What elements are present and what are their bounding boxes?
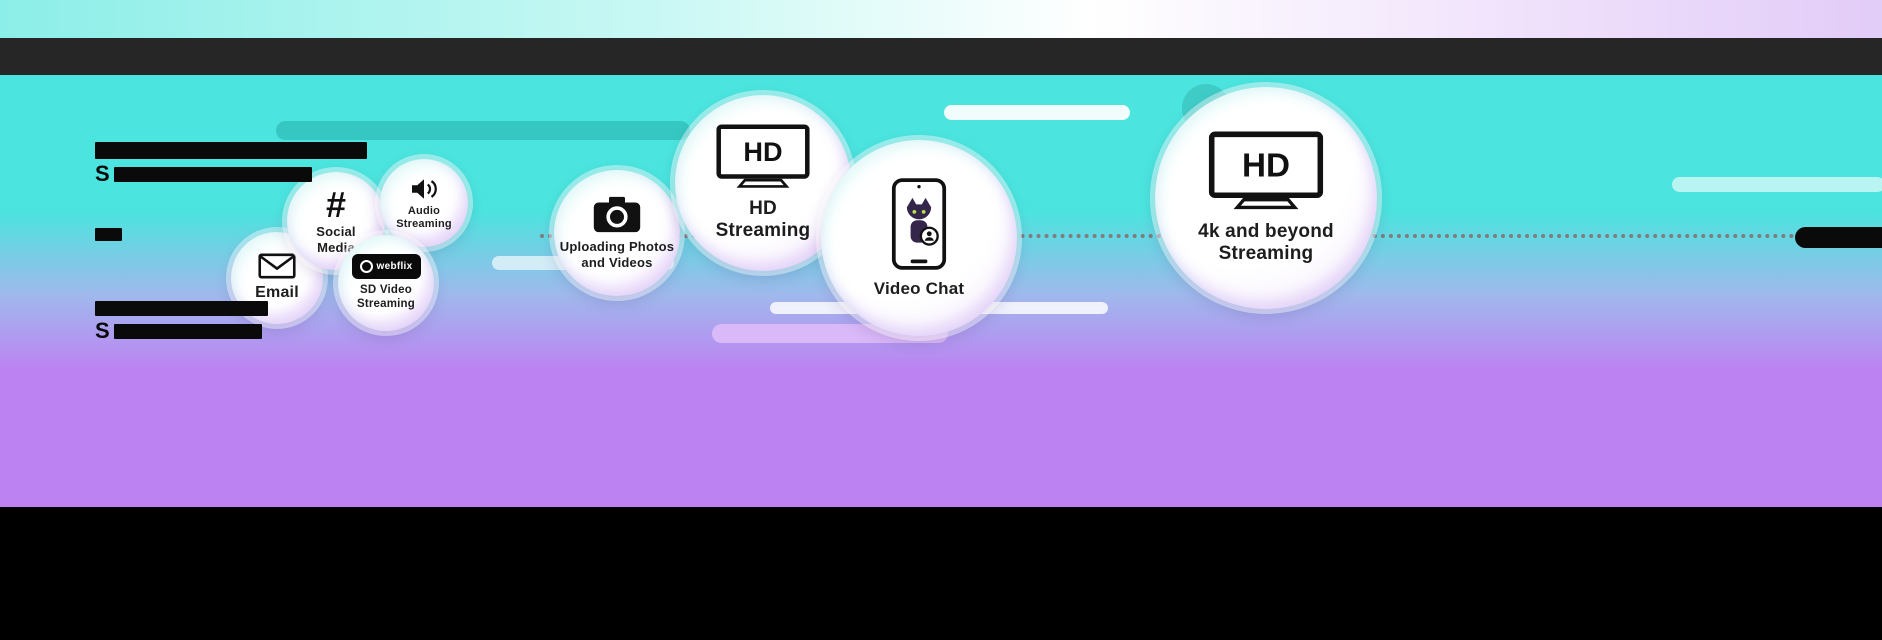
tv-hd-icon: HD	[1208, 131, 1324, 213]
redacted-text-bar	[95, 228, 122, 241]
bottom-black-band	[0, 507, 1882, 640]
bubble-label: Social	[316, 224, 356, 240]
bubble-label: and Videos	[581, 254, 653, 270]
headline-bottom-redacted: S	[95, 301, 268, 342]
bubble-label: Streaming	[715, 220, 811, 241]
redacted-text-bar	[95, 142, 367, 159]
bubble-label: 4k and beyond	[1198, 220, 1334, 242]
redacted-text-bar	[113, 166, 312, 182]
bubble-label: Video Chat	[873, 278, 965, 298]
bubble-label: Streaming	[356, 298, 416, 310]
headline-mini-redacted	[95, 228, 122, 241]
tv-hd-icon: HD	[716, 124, 810, 191]
smartphone-cat-icon	[891, 177, 947, 271]
bubble-label: Streaming	[396, 217, 452, 230]
bubble-label: Uploading Photos	[559, 239, 675, 255]
right-edge-black-pill	[1795, 227, 1882, 248]
webflix-play-ring	[359, 260, 373, 274]
speaker-icon	[409, 176, 439, 202]
speed-pill-teal	[276, 121, 690, 140]
bubble-label: HD	[749, 197, 777, 219]
tv-hd-text: HD	[743, 136, 782, 167]
webflix-label: webflix	[376, 261, 413, 273]
bubble-label: Audio	[407, 204, 441, 217]
bubble-label: Streaming	[1218, 243, 1314, 264]
hashtag-icon: #	[325, 184, 347, 226]
bubble-4k-streaming: HD 4k and beyond Streaming	[1155, 87, 1377, 309]
bubble-video-chat: Video Chat	[821, 140, 1017, 336]
bubble-label: Media	[317, 239, 355, 255]
caller-thumbnail	[919, 226, 939, 246]
headline-bottom-visible-letter: S	[95, 318, 110, 343]
speed-pill-white	[1672, 177, 1882, 192]
webflix-badge-icon: webflix	[351, 254, 421, 280]
redacted-text-bar	[113, 323, 262, 339]
bubble-uploading-photos-videos: Uploading Photos and Videos	[554, 170, 680, 296]
camera-icon	[593, 196, 641, 233]
bubble-sd-video-streaming: webflix SD Video Streaming	[338, 235, 434, 331]
tv-hd-text: HD	[1242, 147, 1290, 184]
top-gradient-strip	[0, 0, 1882, 38]
envelope-icon	[258, 253, 296, 279]
headline-top-redacted: S	[95, 142, 367, 185]
bubble-audio-streaming: Audio Streaming	[380, 159, 468, 247]
bubble-label: SD Video	[360, 284, 412, 297]
redacted-text-bar	[95, 301, 268, 316]
headline-top-visible-letter: S	[95, 161, 110, 186]
speed-pill-white	[944, 105, 1130, 120]
bubble-label: Email	[255, 284, 299, 302]
top-dark-bar	[0, 38, 1882, 75]
